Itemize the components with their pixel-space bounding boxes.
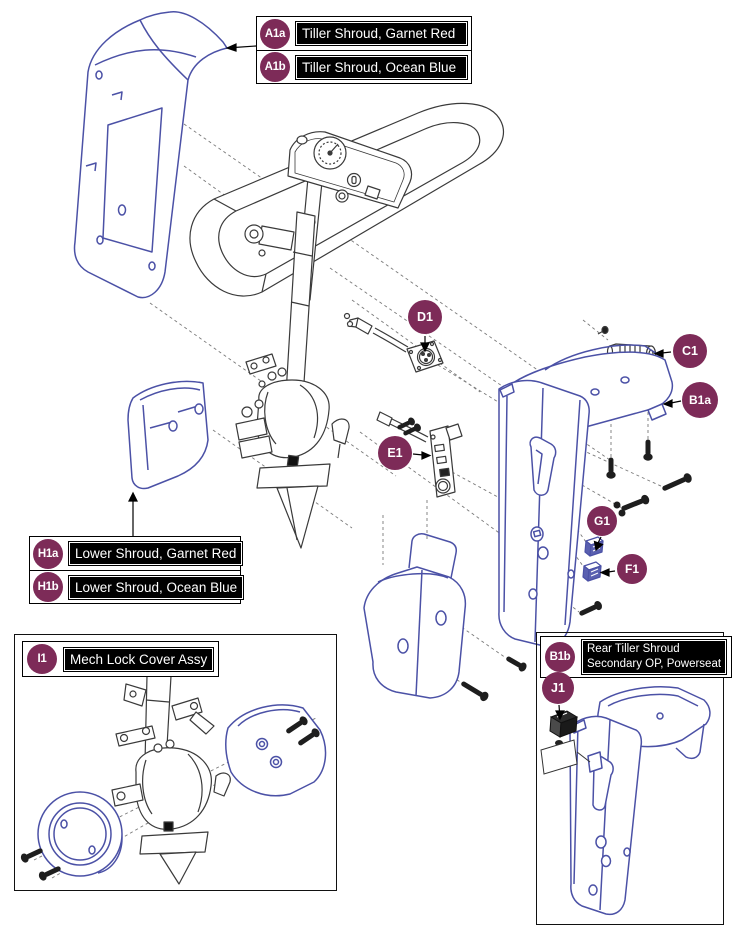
mech-lock-cover-assembly-drawing (20, 675, 327, 885)
rear-tiller-shroud-powerseat-drawing (540, 686, 711, 916)
callout-bubble-i1: I1 (27, 644, 57, 674)
toggle-switch-drawing (540, 710, 591, 775)
callout-bubble-e1: E1 (378, 436, 412, 470)
callout-bubble-a1a: A1a (260, 18, 290, 49)
callout-bubble-d1: D1 (408, 300, 442, 334)
callout-text-h1a: Lower Shroud, Garnet Red (68, 541, 244, 566)
front-lower-shroud-drawing (363, 533, 467, 699)
callout-bubble-j1: J1 (542, 672, 574, 704)
callout-bubble-b1a: B1a (682, 382, 718, 418)
callout-text-a1b: Tiller Shroud, Ocean Blue (295, 54, 468, 80)
callout-label-h1b: H1b Lower Shroud, Ocean Blue (30, 570, 245, 603)
callout-label-i1: I1 Mech Lock Cover Assy (22, 641, 220, 677)
tiller-shroud-part-drawing (73, 11, 228, 299)
callout-bubble-f1: F1 (617, 554, 647, 584)
screw-hardware-drawing (397, 417, 692, 702)
callout-text-a1a: Tiller Shroud, Garnet Red (295, 21, 468, 46)
rear-tiller-shroud-box (536, 632, 724, 925)
tiller-frame-assembly-drawing (189, 102, 504, 549)
mech-lock-cover-box (14, 634, 337, 891)
callout-text-b1b: Rear Tiller Shroud Secondary OP, Powerse… (581, 639, 728, 675)
callout-label-h1a: H1a Lower Shroud, Garnet Red (30, 537, 244, 570)
callout-bubble-a1b: A1b (260, 52, 290, 82)
pcb-switch-assembly-drawing (376, 411, 463, 498)
callout-text-b1b-line2: Secondary OP, Powerseat (587, 657, 722, 670)
callout-bubble-h1a: H1a (33, 538, 63, 569)
callout-bubble-g1: G1 (587, 506, 617, 536)
legend-lower-shroud: H1a Lower Shroud, Garnet Red H1b Lower S… (29, 536, 245, 604)
callout-bubble-c1: C1 (673, 334, 707, 368)
legend-tiller-shroud: A1a Tiller Shroud, Garnet Red A1b Tiller… (256, 16, 472, 84)
callout-text-b1b-line1: Rear Tiller Shroud (587, 643, 680, 655)
callout-bubble-h1b: H1b (33, 572, 63, 602)
callout-text-i1: Mech Lock Cover Assy (63, 646, 215, 672)
callout-label-a1b: A1b Tiller Shroud, Ocean Blue (257, 50, 471, 83)
callout-label-a1a: A1a Tiller Shroud, Garnet Red (257, 17, 471, 50)
callout-bubble-b1b: B1b (545, 641, 575, 672)
lower-shroud-rear-part-drawing (127, 380, 209, 490)
rear-shroud-column-drawing (498, 379, 590, 648)
callout-label-b1b: B1b Rear Tiller Shroud Secondary OP, Pow… (540, 636, 733, 678)
callout-text-h1b: Lower Shroud, Ocean Blue (68, 574, 245, 600)
callout-arrows (128, 43, 682, 721)
